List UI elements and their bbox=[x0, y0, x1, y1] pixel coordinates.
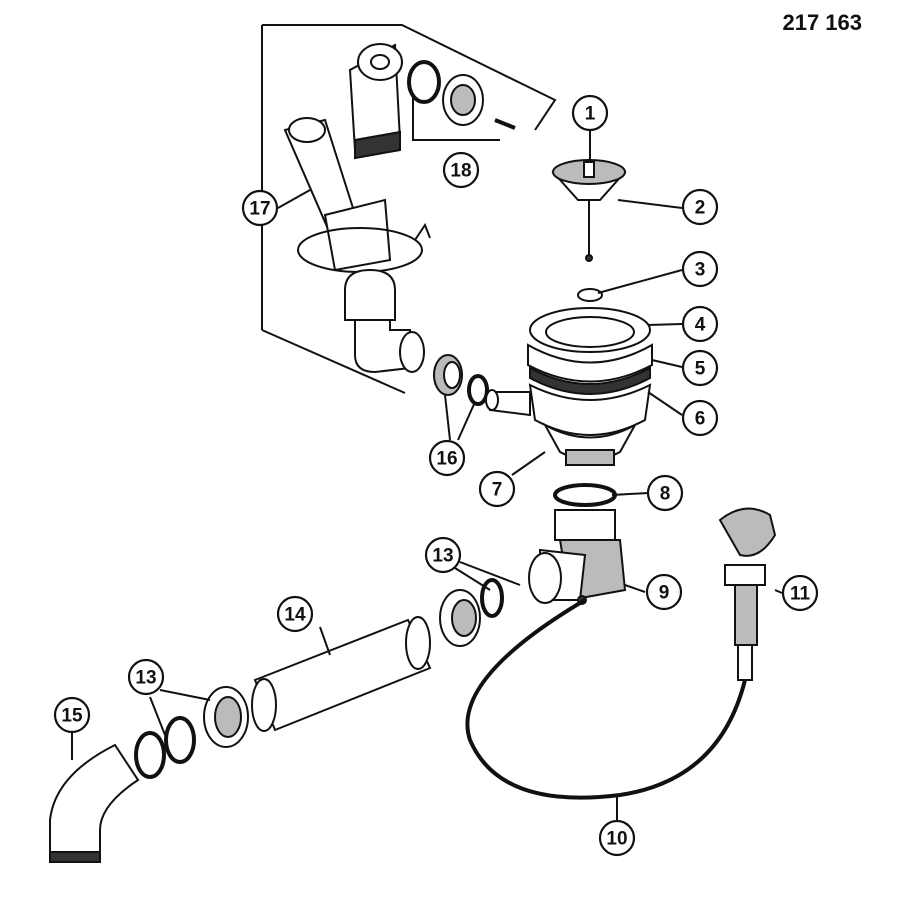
overflow-pipe-part bbox=[283, 117, 431, 374]
part-17-group-outline bbox=[261, 24, 557, 394]
leader-18-lines bbox=[412, 98, 500, 141]
svg-text:9: 9 bbox=[659, 583, 670, 604]
part-10-bowden-cable bbox=[465, 598, 747, 800]
part-13-lower-nut bbox=[203, 686, 249, 748]
svg-text:10: 10 bbox=[606, 829, 627, 850]
callout-16: 16 bbox=[428, 439, 466, 477]
svg-text:15: 15 bbox=[61, 706, 83, 727]
svg-text:4: 4 bbox=[695, 315, 706, 336]
overflow-seal-ring bbox=[407, 60, 441, 104]
callout-10: 10 bbox=[598, 819, 636, 857]
callout-4: 4 bbox=[681, 305, 719, 343]
part-16-nut bbox=[433, 354, 463, 396]
part-11-operating-knob bbox=[718, 507, 777, 681]
callout-17: 17 bbox=[241, 189, 279, 227]
part-13-upper-nut bbox=[439, 589, 481, 647]
part-13-lower-rings bbox=[134, 716, 196, 779]
callout-9: 9 bbox=[645, 573, 683, 611]
svg-text:8: 8 bbox=[660, 484, 671, 505]
sink-outlet-body bbox=[485, 288, 653, 466]
svg-text:16: 16 bbox=[436, 449, 457, 470]
callout-3: 3 bbox=[681, 250, 719, 288]
svg-text:11: 11 bbox=[790, 584, 811, 605]
callout-13-lower: 13 bbox=[127, 658, 165, 696]
callout-15: 15 bbox=[53, 696, 91, 734]
part-8-seal bbox=[553, 483, 617, 507]
svg-text:1: 1 bbox=[585, 104, 596, 125]
callout-2: 2 bbox=[681, 188, 719, 226]
overflow-screw bbox=[494, 118, 516, 130]
svg-text:2: 2 bbox=[695, 198, 706, 219]
callout-5: 5 bbox=[681, 349, 719, 387]
callout-11: 11 bbox=[781, 574, 819, 612]
svg-text:5: 5 bbox=[695, 359, 706, 380]
callout-6: 6 bbox=[681, 399, 719, 437]
callout-8: 8 bbox=[646, 474, 684, 512]
overflow-grid-cover bbox=[442, 74, 484, 126]
svg-text:18: 18 bbox=[450, 161, 471, 182]
svg-text:3: 3 bbox=[695, 260, 706, 281]
diagram-reference-code: 217 163 bbox=[782, 10, 862, 35]
callout-7: 7 bbox=[478, 470, 516, 508]
callout-18: 18 bbox=[442, 151, 480, 189]
overflow-head-part bbox=[348, 43, 403, 160]
part-16-ring bbox=[467, 374, 489, 406]
leader-lines bbox=[71, 131, 783, 820]
part-15-elbow bbox=[49, 743, 140, 863]
svg-text:17: 17 bbox=[249, 199, 270, 220]
svg-text:13: 13 bbox=[135, 668, 156, 689]
svg-text:6: 6 bbox=[695, 409, 706, 430]
svg-text:7: 7 bbox=[492, 480, 503, 501]
callout-14: 14 bbox=[276, 595, 314, 633]
svg-text:13: 13 bbox=[432, 546, 453, 567]
callout-13-upper: 13 bbox=[424, 536, 462, 574]
strainer-basket-part bbox=[551, 159, 627, 262]
svg-text:14: 14 bbox=[284, 605, 306, 626]
part-9-connector bbox=[528, 509, 627, 605]
part-14-pipe bbox=[251, 616, 432, 732]
callout-1: 1 bbox=[571, 94, 609, 132]
part-13-upper-ring bbox=[480, 578, 504, 618]
